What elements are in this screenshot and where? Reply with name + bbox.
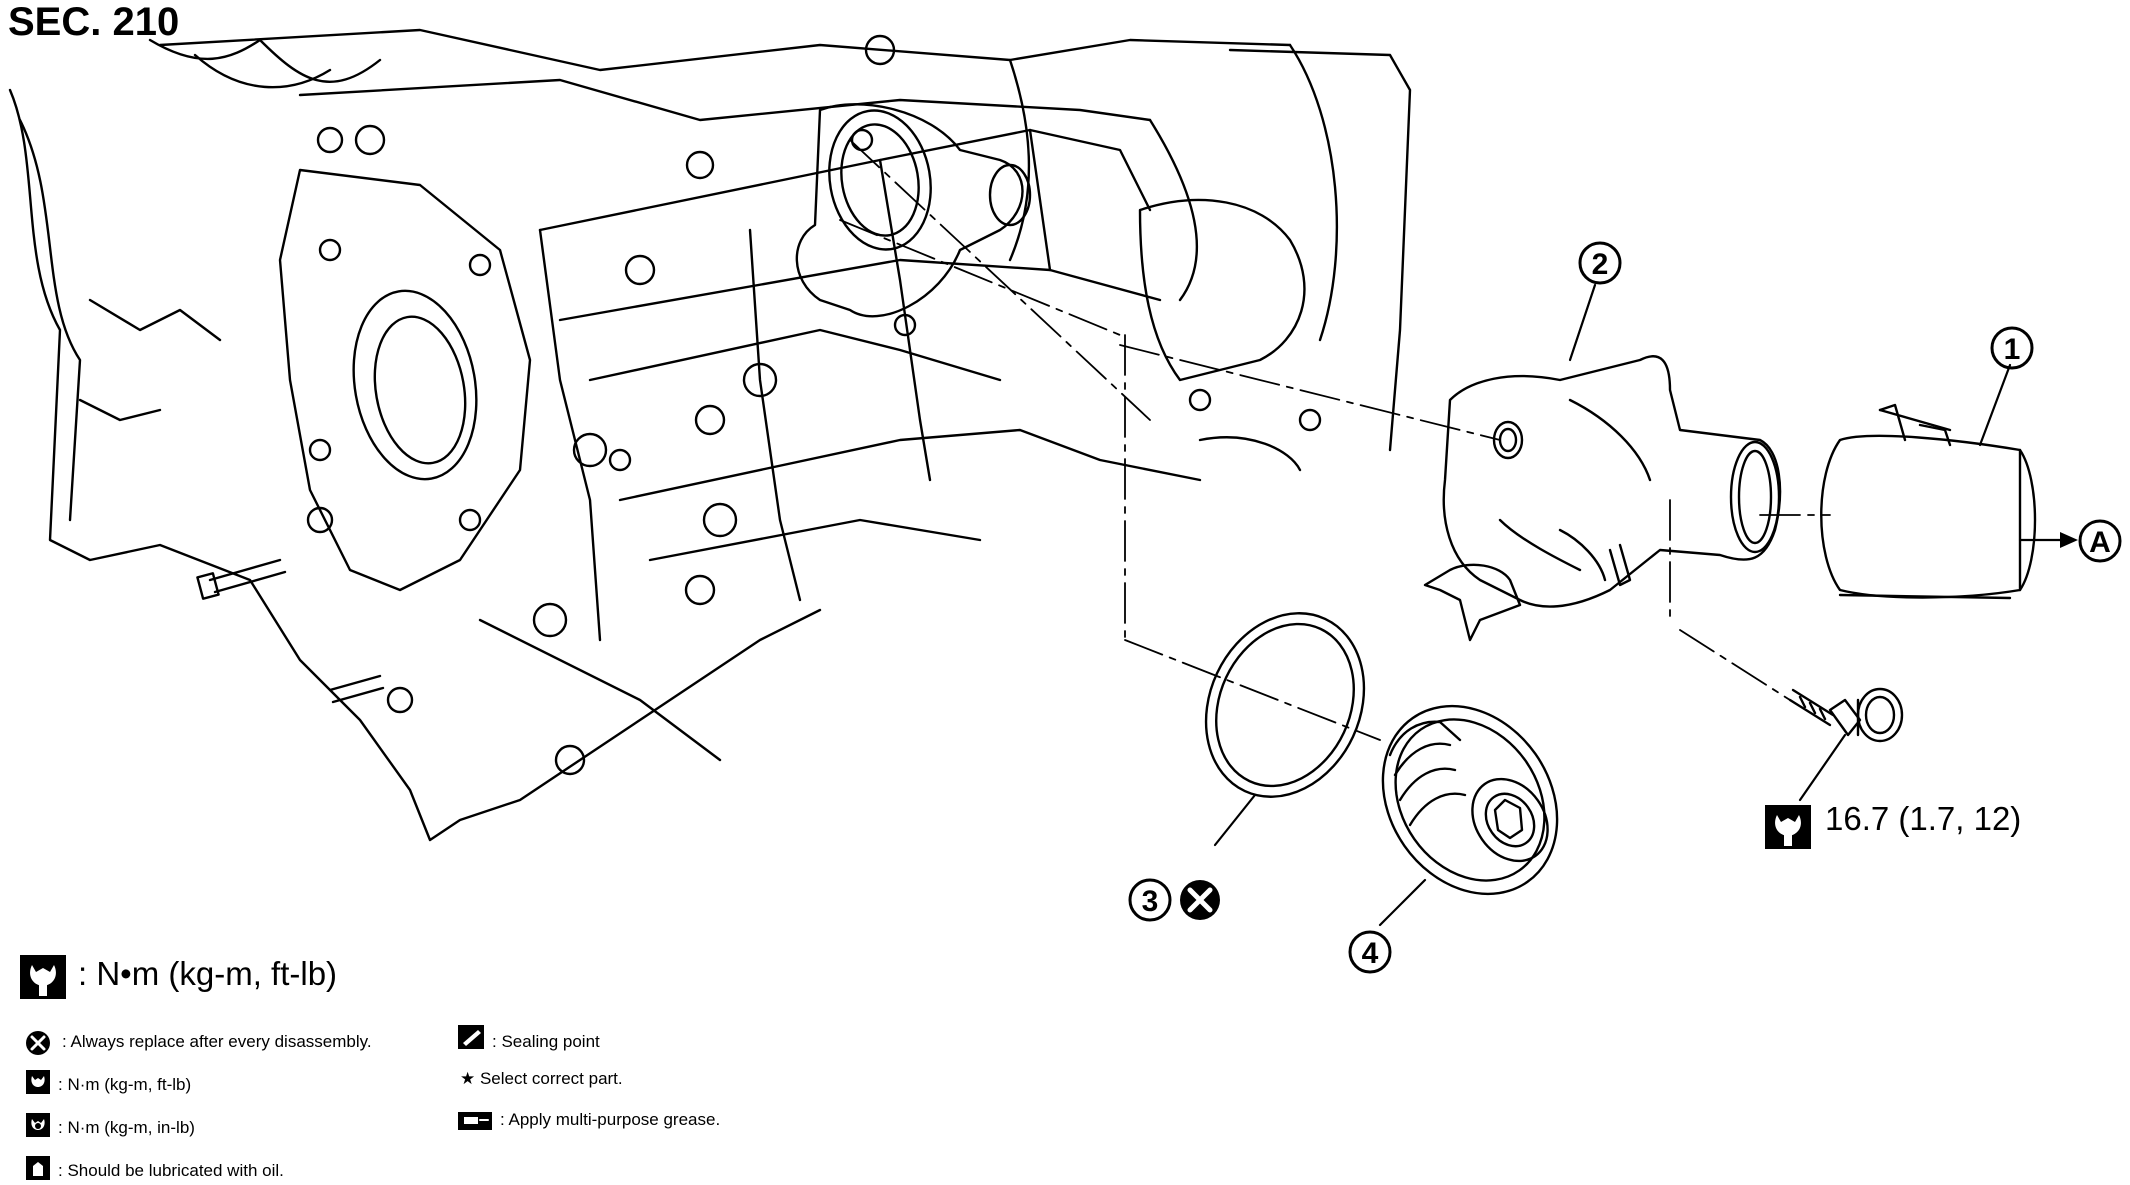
torque-wrench-icon	[26, 1070, 50, 1094]
sealing-point-icon	[458, 1025, 484, 1049]
water-hose	[1820, 403, 2037, 600]
legend-sealing: : Sealing point	[492, 1032, 600, 1051]
legend-oil: : Should be lubricated with oil.	[58, 1161, 284, 1180]
callout-1-label: 1	[2004, 333, 2021, 366]
torque-wrench-icon	[26, 1113, 50, 1137]
torque-spec: 16.7 (1.7, 12)	[1825, 800, 2022, 837]
replace-x-icon	[26, 1031, 50, 1055]
callout-3: 3	[1128, 878, 1172, 922]
oil-can-icon	[26, 1156, 50, 1180]
gasket	[1204, 612, 1366, 798]
callout-a-label: A	[2089, 526, 2111, 559]
callout-4: 4	[1348, 930, 1392, 974]
callout-3-label: 3	[1142, 885, 1159, 918]
grease-icon	[458, 1112, 492, 1130]
callout-2-label: 2	[1592, 248, 1609, 281]
legend-replace: : Always replace after every disassembly…	[62, 1032, 372, 1051]
legend-nm-ftlb: : N·m (kg-m, ft-lb)	[58, 1075, 192, 1094]
torque-wrench-icon	[1765, 805, 1811, 849]
callout-1: 1	[1990, 326, 2034, 370]
torque-wrench-icon	[20, 955, 66, 999]
legend-select: ★ Select correct part.	[460, 1069, 623, 1088]
water-inlet-housing	[1423, 355, 1782, 642]
callout-a: A	[2078, 519, 2122, 563]
legend-nm-inlb: : N·m (kg-m, in-lb)	[58, 1118, 195, 1137]
callout-4-label: 4	[1362, 937, 1379, 970]
legend-grease: : Apply multi-purpose grease.	[500, 1110, 721, 1129]
thermostat	[1381, 704, 1559, 896]
replace-x-icon	[1180, 880, 1220, 920]
arrow-to-a	[2060, 532, 2078, 548]
bolt	[1788, 687, 1904, 743]
torque-unit-legend: : N•m (kg-m, ft-lb)	[78, 955, 338, 992]
engine-block	[8, 28, 1412, 842]
assembly-lines	[839, 139, 1831, 741]
callout-2: 2	[1578, 241, 1622, 285]
section-number: SEC. 210	[8, 0, 180, 44]
leader-lines	[1213, 283, 2062, 927]
